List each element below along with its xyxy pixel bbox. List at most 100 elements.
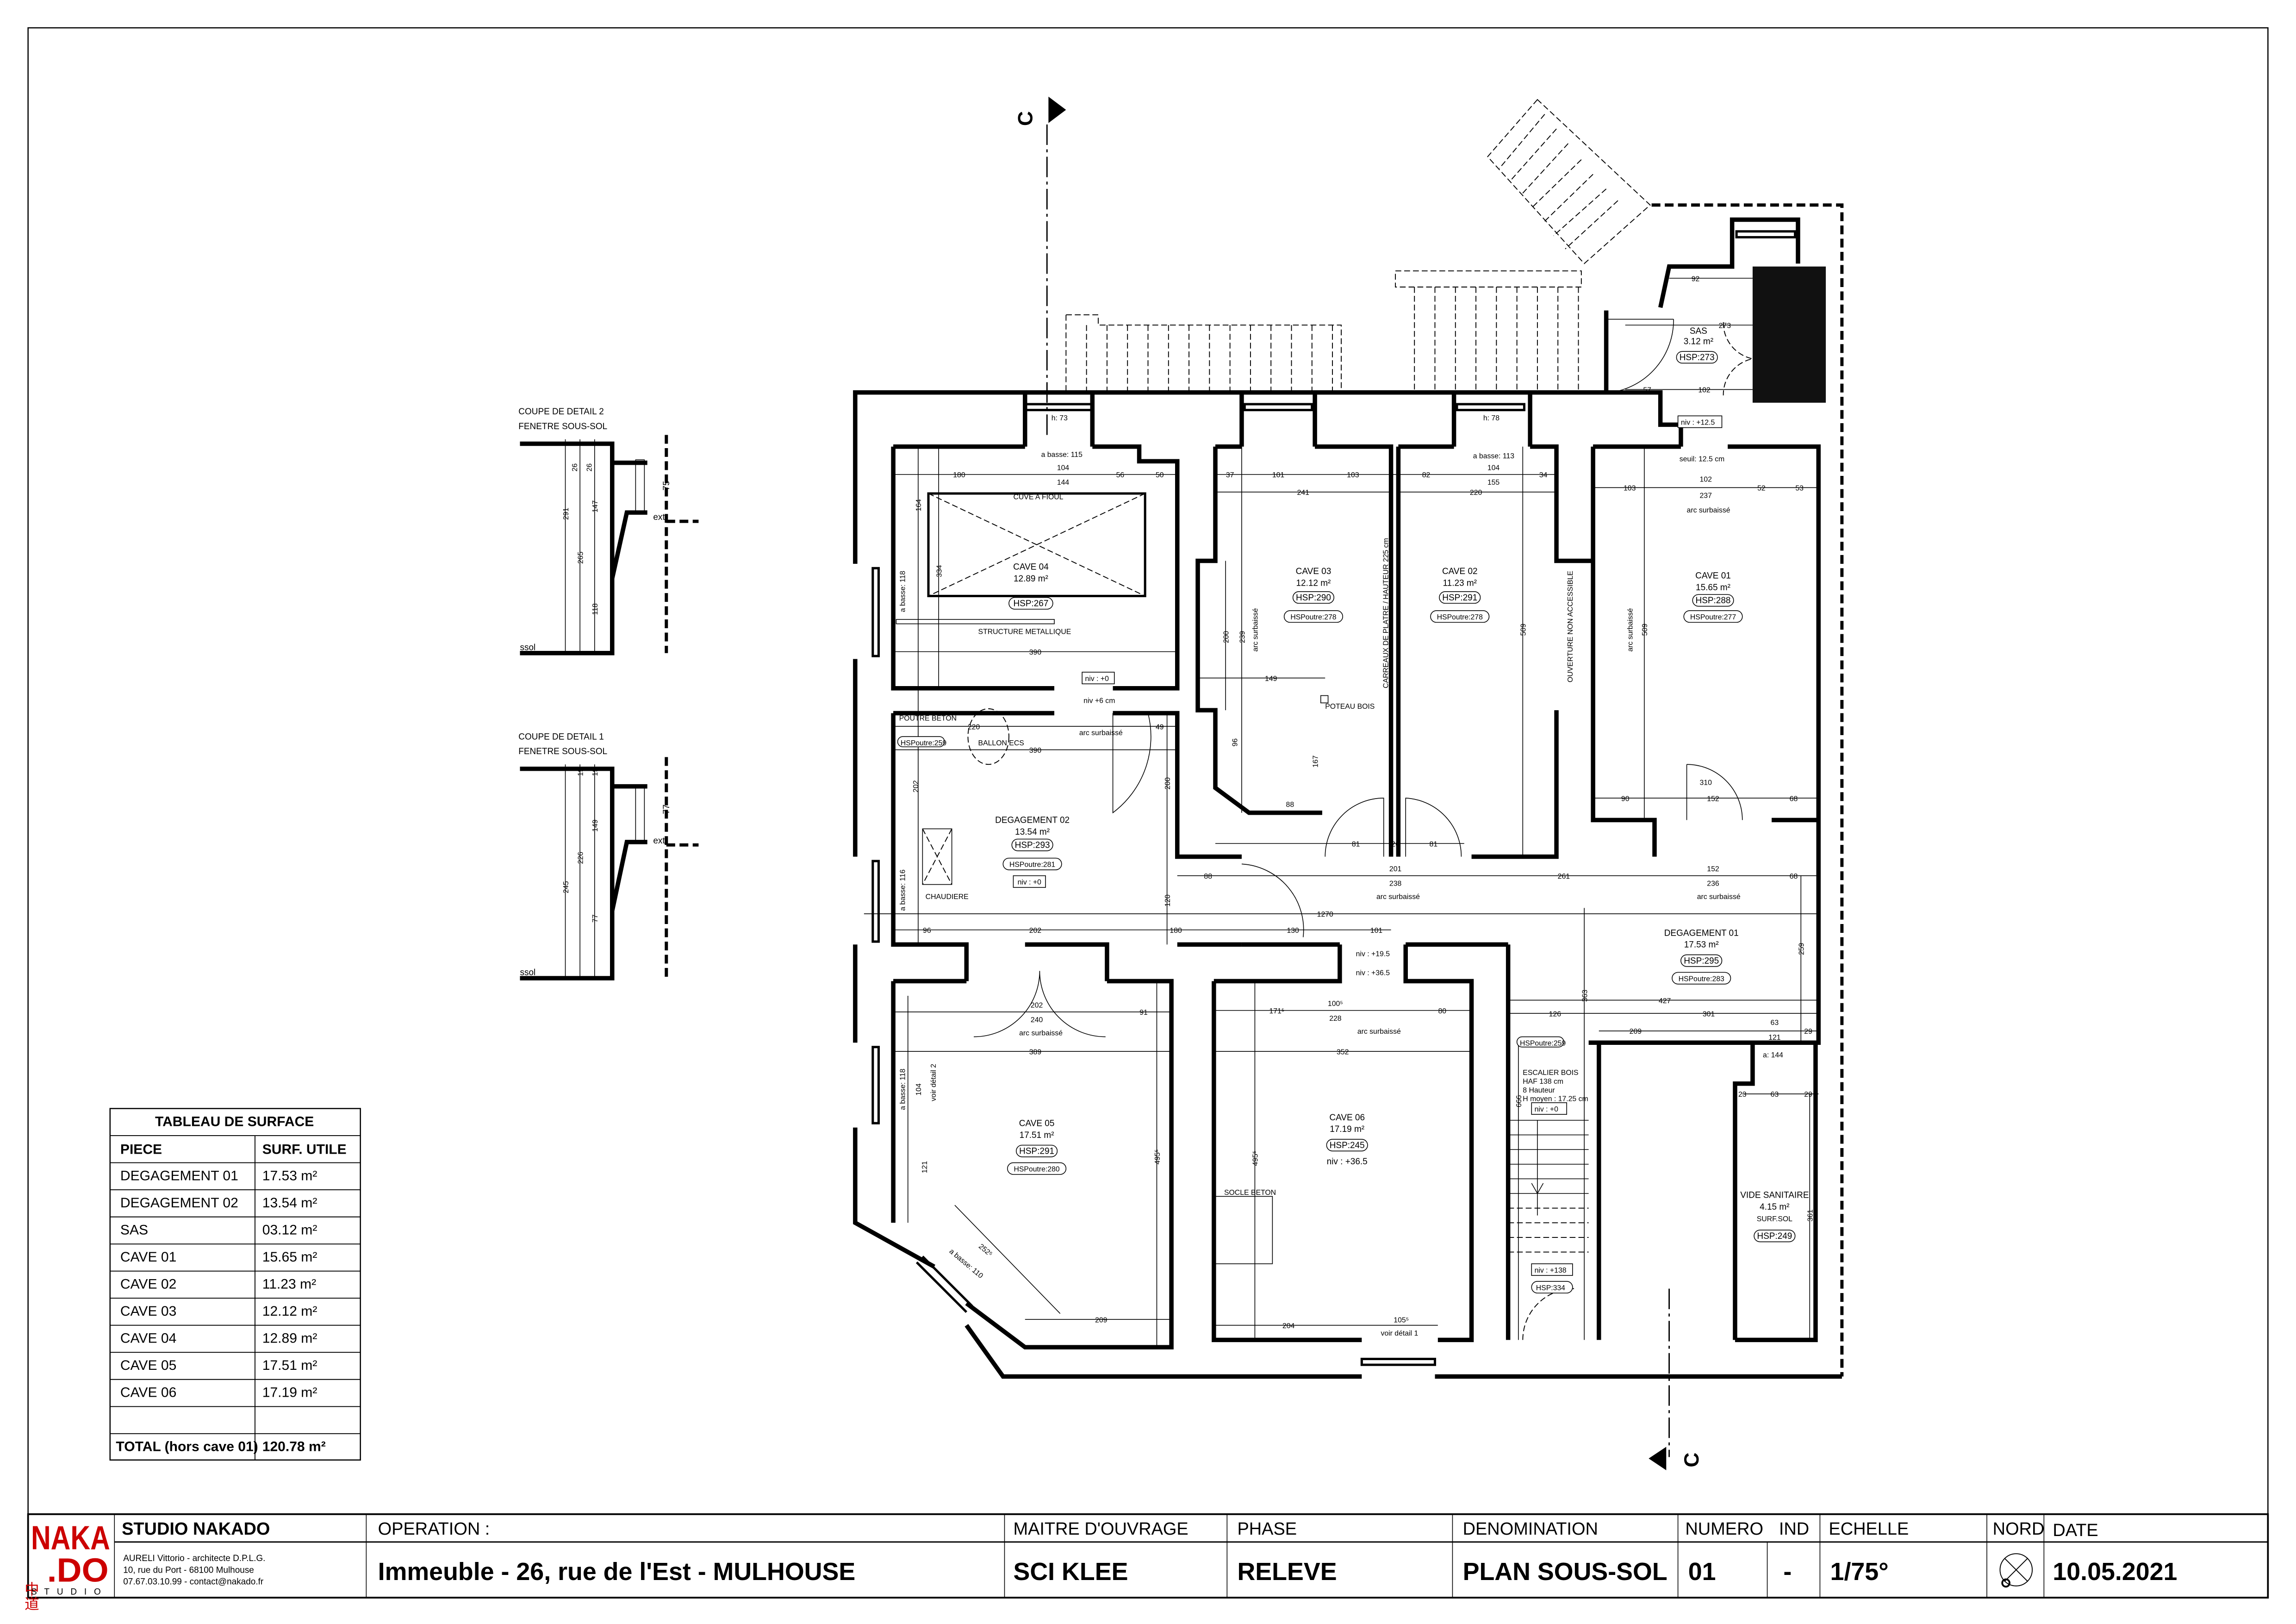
svg-text:17.19 m²: 17.19 m²: [262, 1385, 317, 1400]
dim: 427: [1659, 997, 1671, 1005]
dim: 68: [1790, 873, 1798, 881]
north-arrow-icon: [1999, 1553, 2033, 1588]
dim: 180: [953, 471, 965, 479]
echelle-label: ECHELLE: [1829, 1519, 1909, 1539]
note: BALLON ECS: [978, 739, 1024, 747]
room-name: VIDE SANITAIRE: [1740, 1191, 1809, 1200]
dim: 149: [1265, 675, 1277, 683]
hsp-badge: HSP:291: [1019, 1147, 1054, 1156]
dim: 57: [1643, 387, 1651, 394]
dimensions: 180 104 144 56 50 390 37 101 103 241 82 …: [912, 275, 1815, 1330]
ssol-label: ssol: [520, 643, 535, 652]
svg-text:15.65 m²: 15.65 m²: [262, 1249, 317, 1265]
dim: 50: [1156, 471, 1164, 479]
dim: 273: [1719, 322, 1731, 330]
svg-text:.DO: .DO: [47, 1551, 109, 1589]
studio-name: STUDIO NAKADO: [122, 1519, 270, 1539]
dim: 509: [1520, 624, 1528, 636]
svg-text:CAVE 02: CAVE 02: [120, 1277, 176, 1292]
room-note: SURF.SOL: [1757, 1215, 1792, 1223]
sheet-border: [27, 27, 2269, 1599]
echelle-value: 1/75°: [1830, 1558, 1889, 1586]
note: arc surbaissé: [1697, 893, 1741, 901]
hsp-badge: HSP:295: [1684, 956, 1719, 966]
level-badge: niv : +138: [1535, 1267, 1567, 1274]
ind-value: -: [1783, 1558, 1792, 1586]
dim: 101: [1370, 927, 1383, 935]
hsp-badge: HSP:290: [1296, 593, 1331, 603]
svg-text:12.89 m²: 12.89 m²: [262, 1331, 317, 1346]
dim: 171⁵: [1269, 1007, 1284, 1015]
wall-cave06: [1212, 944, 1474, 1343]
dim: 104: [1057, 464, 1070, 472]
note: a basse: 110: [948, 1248, 984, 1280]
hsp-badge: HSP:245: [1330, 1141, 1365, 1150]
note: h: 73: [1052, 414, 1068, 422]
dim: 237: [1700, 492, 1712, 500]
dim: 352: [1337, 1049, 1349, 1056]
dim: 495⁵: [1252, 1151, 1260, 1166]
note: voir détail 2: [930, 1064, 938, 1101]
note: arc surbaissé: [1252, 608, 1260, 651]
room-area: 12.89 m²: [1014, 574, 1048, 584]
dim: 96: [923, 927, 931, 935]
dim: 29: [1804, 1028, 1812, 1036]
room-degagement-01: DEGAGEMENT 01 17.53 m² HSP:295 HSPoutre:…: [1664, 928, 1739, 985]
level-badge: niv : +0: [1018, 879, 1042, 887]
room-area: 17.53 m²: [1684, 940, 1719, 950]
wall-cave03: [1195, 444, 1394, 857]
dim: 130: [1287, 927, 1299, 935]
dim: 241: [1297, 489, 1310, 497]
note: arc surbaissé: [1687, 506, 1730, 514]
dim: 202: [912, 780, 920, 792]
stair-note: 8 Hauteur: [1523, 1087, 1555, 1094]
dim: 1270: [1317, 911, 1333, 918]
dim: 126: [1549, 1010, 1562, 1018]
exterior-wall: [853, 217, 1842, 1379]
dim: 121: [1768, 1034, 1781, 1042]
room-name: DEGAGEMENT 02: [995, 816, 1070, 825]
dim: 102: [1698, 387, 1710, 394]
dim: 334: [935, 565, 943, 577]
surface-table: TABLEAU DE SURFACE PIECE SURF. UTILE DEG…: [109, 1108, 361, 1461]
note: a basse: 116: [899, 869, 907, 911]
svg-text:中道: 中道: [23, 1581, 39, 1611]
dim: 265: [577, 551, 585, 564]
room-name: CAVE 01: [1695, 571, 1731, 581]
room-cave03: CAVE 03 12.12 m² HSP:290 HSPoutre:278: [1283, 567, 1343, 623]
date-value: 10.05.2021: [2053, 1558, 2177, 1586]
floor-plan: C C: [853, 96, 1844, 1470]
dim: 259: [1798, 943, 1806, 955]
dim: 152: [1707, 865, 1719, 873]
dim: 149: [591, 819, 599, 832]
studio-info: 10, rue du Port - 68100 Mulhouse: [123, 1565, 254, 1575]
room-area: 11.23 m²: [1443, 578, 1477, 588]
dim: 53: [1795, 485, 1804, 493]
room-area: 15.65 m²: [1696, 583, 1730, 593]
note: OUVERTURE NON ACCESSIBLE: [1567, 571, 1574, 682]
svg-text:C: C: [1014, 111, 1037, 126]
room-area: 4.15 m²: [1760, 1202, 1789, 1212]
room-area: 12.12 m²: [1296, 578, 1331, 588]
title-block: NAKA 中道 .DO STUDIO STUDIO NAKADO AURELI …: [23, 1513, 2269, 1611]
level-badge: niv : +0: [1085, 675, 1109, 683]
room-name: DEGAGEMENT 01: [1664, 928, 1739, 938]
room-area: 17.51 m²: [1020, 1131, 1054, 1140]
maitre-label: MAITRE D'OUVRAGE: [1013, 1519, 1188, 1539]
hspoutre-badge: HSPoutre:280: [1014, 1166, 1059, 1174]
studio-info: AURELI Vittorio - architecte D.P.L.G.: [123, 1554, 265, 1563]
dim: 239: [1238, 631, 1246, 643]
note: h: 78: [1483, 414, 1500, 422]
dim: 363: [1581, 990, 1589, 1002]
dim: 103: [1624, 485, 1636, 493]
dim: 19: [591, 768, 599, 776]
svg-text:TOTAL (hors cave 01): TOTAL (hors cave 01): [116, 1439, 258, 1455]
basement-windows: [871, 230, 1797, 1366]
dim: 90: [1621, 795, 1630, 803]
dim: 29: [1804, 1091, 1812, 1099]
dim: 37: [1226, 471, 1234, 479]
dim: 209: [1095, 1316, 1108, 1324]
wall-cave01: [1591, 444, 1821, 857]
